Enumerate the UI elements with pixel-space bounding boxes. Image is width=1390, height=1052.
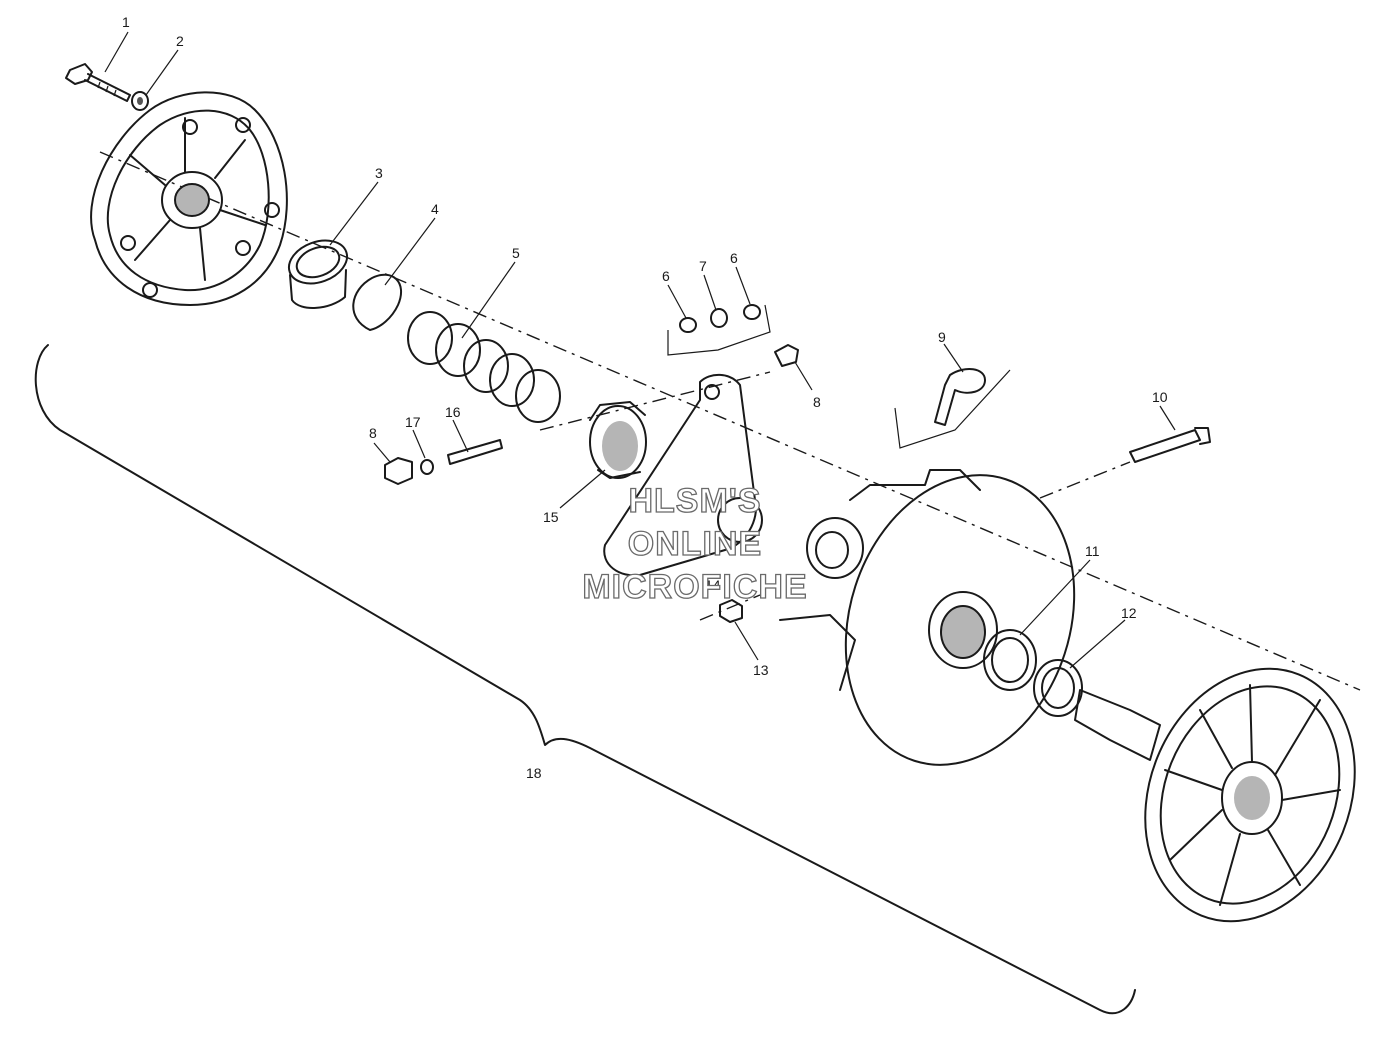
sheave-bushing (983, 629, 1037, 691)
leader-lines (104, 31, 1176, 669)
watermark: HLSM'S ONLINE MICROFICHE (582, 481, 808, 606)
bolt (65, 63, 131, 102)
watermark-line-3: MICROFICHE (582, 568, 807, 606)
callout-4: 4 (431, 201, 439, 217)
callout-8b: 8 (369, 425, 377, 441)
callout-15: 15 (543, 509, 559, 525)
sheave-washer (1033, 659, 1083, 717)
long-bolt (1129, 427, 1211, 463)
washer (131, 91, 149, 111)
callout-6a: 6 (662, 268, 670, 284)
callout-5: 5 (512, 245, 520, 261)
callout-9: 9 (938, 329, 946, 345)
o-ring (420, 459, 434, 475)
callout-16: 16 (445, 404, 461, 420)
callout-13: 13 (753, 662, 769, 678)
callout-3: 3 (375, 165, 383, 181)
center-axis (99, 151, 1361, 691)
callout-2: 2 (176, 33, 184, 49)
nut (719, 599, 743, 623)
callout-12: 12 (1121, 605, 1137, 621)
watermark-line-1: HLSM'S (628, 482, 761, 520)
callout-10: 10 (1152, 389, 1168, 405)
cover-plate (90, 91, 288, 306)
movable-sheave (779, 469, 1076, 766)
callout-18: 18 (526, 765, 542, 781)
callout-6b: 6 (730, 250, 738, 266)
bushing (287, 239, 349, 309)
fixed-sheave (1074, 667, 1356, 923)
spring (407, 311, 561, 423)
roller-washers (667, 304, 771, 356)
roller (774, 344, 799, 367)
watermark-line-2: ONLINE (628, 525, 762, 563)
callout-7: 7 (699, 258, 707, 274)
callout-8a: 8 (813, 394, 821, 410)
callout-11: 11 (1085, 543, 1100, 559)
assembly-bracket (34, 344, 1136, 1015)
pin (447, 439, 503, 465)
callout-17: 17 (405, 414, 421, 430)
callout-14: 14 (705, 577, 721, 593)
spider-arm (603, 373, 864, 579)
snap-ring (352, 273, 403, 331)
callout-1: 1 (122, 14, 130, 30)
cap-left (384, 457, 413, 485)
callouts: 1 2 3 4 5 6 7 6 8 9 10 8 17 16 15 11 12 … (122, 14, 1168, 781)
shim (894, 368, 1011, 449)
cam-spider (589, 401, 647, 479)
